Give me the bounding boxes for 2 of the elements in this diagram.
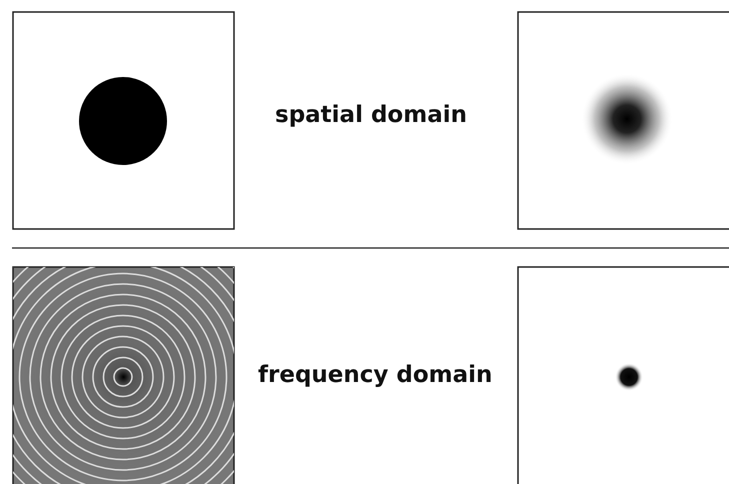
domain-label: spatial domain [275,102,467,128]
domain-label: frequency domain [258,362,492,388]
